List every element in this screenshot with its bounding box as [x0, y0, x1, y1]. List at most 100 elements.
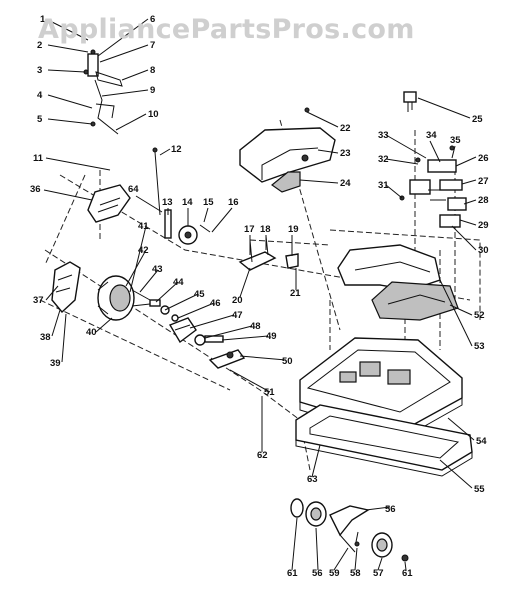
leader-line [129, 225, 147, 293]
bracket-parts [399, 145, 467, 228]
leader-line [451, 225, 477, 251]
leader-line [377, 557, 383, 571]
callout-label: 38 [40, 332, 51, 343]
leader-line [429, 140, 441, 163]
leader-line [43, 189, 93, 201]
callout-label: 56 [312, 568, 323, 579]
callout-label: 61 [402, 568, 413, 579]
leader-line [99, 44, 149, 63]
callout-label: 50 [282, 356, 293, 367]
callout-labels: 1 2 3 4 5 6 7 8 9 10 11 12 13 14 15 16 1… [30, 14, 489, 579]
leader-line [291, 517, 298, 571]
leader-line [385, 134, 427, 159]
bearing-group [152, 147, 211, 245]
callout-label: 63 [307, 474, 318, 485]
callout-label: 54 [476, 436, 487, 447]
callout-label: 5 [37, 114, 43, 125]
callout-label: 46 [210, 298, 221, 309]
callout-label: 10 [148, 109, 159, 120]
callout-label: 15 [203, 197, 214, 208]
callout-label: 39 [50, 358, 61, 369]
callout-label: 56 [385, 504, 396, 515]
base-plate [295, 404, 473, 477]
leader-line [463, 199, 477, 205]
callout-label: 40 [86, 327, 97, 338]
leader-line [51, 309, 61, 337]
callout-label: 43 [152, 264, 163, 275]
leader-line [299, 179, 339, 184]
rear-hood [239, 107, 336, 193]
leader-line [449, 304, 473, 316]
callout-label: 33 [378, 130, 389, 141]
callout-label: 21 [290, 288, 301, 299]
callout-label: 16 [228, 197, 239, 208]
callout-label: 17 [244, 224, 255, 235]
leader-line [45, 285, 59, 301]
leader-line [189, 314, 235, 329]
leader-line [385, 184, 403, 199]
leader-line [439, 279, 473, 347]
leader-line [47, 94, 93, 109]
leader-line [177, 302, 215, 319]
leader-line [317, 149, 339, 154]
leader-line [203, 207, 209, 223]
callout-label: 35 [450, 135, 461, 146]
callout-label: 45 [194, 289, 205, 300]
callout-label: 29 [478, 220, 489, 231]
leader-lines [43, 18, 477, 571]
fan [168, 317, 197, 344]
leader-line [115, 113, 147, 131]
callout-label: 31 [378, 180, 389, 191]
callout-label: 36 [30, 184, 41, 195]
parts [51, 49, 473, 562]
callout-label: 34 [426, 130, 437, 141]
callout-label: 14 [182, 197, 193, 208]
callout-label: 41 [138, 221, 149, 232]
callout-label: 19 [288, 224, 299, 235]
leader-line [121, 69, 149, 81]
leader-line [459, 219, 477, 226]
leader-line [204, 325, 253, 339]
callout-label: 12 [171, 144, 182, 155]
leader-line [135, 195, 163, 213]
shaft-parts [149, 299, 179, 322]
callout-label: 62 [257, 450, 268, 461]
leader-line [95, 317, 113, 333]
leader-line [97, 18, 149, 57]
motor-cover [87, 184, 131, 223]
leader-line [159, 148, 171, 156]
leader-line [47, 69, 86, 73]
leader-line [447, 417, 475, 441]
callout-label: 42 [138, 245, 149, 256]
handle-halves [337, 244, 459, 321]
leader-line [315, 527, 319, 571]
callout-label: 55 [474, 484, 485, 495]
callout-label: 26 [478, 153, 489, 164]
leader-line [164, 293, 199, 311]
callout-label: 28 [478, 195, 489, 206]
terminal-block [403, 91, 417, 112]
leader-line [211, 207, 233, 233]
callout-label: 7 [150, 40, 155, 51]
callout-label: 51 [264, 387, 275, 398]
callout-label: 64 [128, 184, 139, 195]
callout-label: 18 [260, 224, 271, 235]
callout-label: 4 [37, 90, 43, 101]
leader-line [47, 118, 93, 125]
callout-label: 23 [340, 148, 351, 159]
callout-label: 61 [287, 568, 298, 579]
callout-label: 44 [173, 277, 184, 288]
switch-assembly [83, 49, 123, 135]
callout-label: 27 [478, 176, 489, 187]
leader-line [417, 97, 471, 119]
callout-label: 32 [378, 154, 389, 165]
callout-label: 49 [266, 331, 277, 342]
leader-line [229, 369, 271, 393]
leader-line [221, 335, 269, 341]
callout-label: 2 [37, 40, 42, 51]
leader-line [311, 444, 321, 478]
leader-line [101, 89, 149, 97]
leader-line [461, 179, 477, 185]
callout-label: 58 [350, 568, 361, 579]
